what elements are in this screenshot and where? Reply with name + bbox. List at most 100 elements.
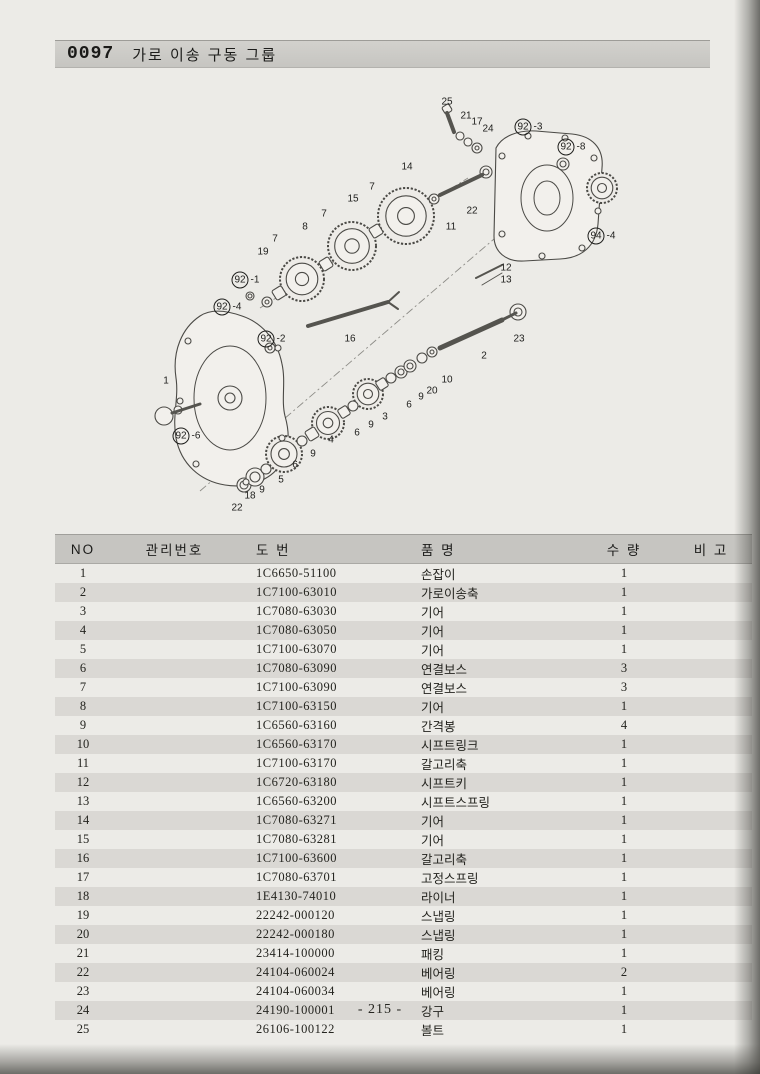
cell-mgmt bbox=[111, 773, 238, 792]
cell-note bbox=[670, 811, 752, 830]
cell-qty: 1 bbox=[620, 566, 628, 580]
cell-dwg: 1C7100-63090 bbox=[256, 680, 337, 694]
cell-qty: 1 bbox=[578, 925, 670, 944]
diagram-callout: 9 bbox=[418, 392, 424, 403]
cell-qty: 1 bbox=[620, 794, 628, 808]
column-header: 수 량 bbox=[578, 534, 670, 564]
cell-mgmt bbox=[111, 925, 238, 944]
cell-name: 기어 bbox=[407, 811, 578, 830]
diagram-callout: 16 bbox=[344, 334, 356, 345]
cell-no: 9 bbox=[79, 718, 87, 732]
cell-name: 라이너 bbox=[407, 887, 578, 906]
cell-dwg: 1C7080-63090 bbox=[238, 659, 407, 678]
diagram-callout: 1 bbox=[163, 376, 169, 387]
cell-qty: 1 bbox=[620, 756, 628, 770]
cell-no: 19 bbox=[76, 908, 90, 922]
cell-mgmt bbox=[111, 887, 238, 906]
diagram-callout: 5 bbox=[278, 475, 284, 486]
diagram-callout-circle bbox=[557, 138, 575, 156]
cell-qty: 1 bbox=[620, 946, 628, 960]
cell-name: 스냅링 bbox=[421, 910, 456, 924]
cell-mgmt bbox=[111, 868, 238, 887]
cell-dwg: 1C6720-63180 bbox=[238, 773, 407, 792]
diagram-callout: 7 bbox=[272, 234, 278, 245]
cell-name: 손잡이 bbox=[421, 568, 456, 582]
cell-note bbox=[670, 830, 752, 849]
cell-mgmt bbox=[111, 735, 238, 754]
diagram-callout: 9 bbox=[259, 485, 265, 496]
cell-name: 고정스프링 bbox=[421, 872, 479, 886]
cell-note bbox=[670, 621, 752, 640]
cell-note bbox=[670, 792, 752, 811]
column-header: 비 고 bbox=[670, 534, 752, 564]
diagram-callout: 92 bbox=[260, 334, 272, 345]
cell-no: 12 bbox=[55, 773, 111, 792]
cell-note bbox=[670, 849, 752, 868]
diagram-callout: 25 bbox=[441, 97, 453, 108]
cell-name: 강구 bbox=[407, 1001, 578, 1020]
cell-name: 기어 bbox=[421, 644, 445, 658]
cell-note bbox=[670, 640, 752, 659]
cell-qty: 1 bbox=[620, 642, 628, 656]
diagram-callout: 14 bbox=[401, 162, 413, 173]
cell-no: 21 bbox=[76, 946, 90, 960]
cell-note bbox=[670, 659, 752, 678]
diagram-callout-circle bbox=[587, 227, 605, 245]
diagram-callout: 22 bbox=[466, 206, 478, 217]
cell-note bbox=[670, 564, 752, 584]
cell-dwg: 1C7100-63150 bbox=[238, 697, 407, 716]
cell-mgmt bbox=[111, 963, 238, 982]
cell-mgmt bbox=[111, 583, 238, 602]
cell-no: 10 bbox=[55, 735, 111, 754]
cell-dwg: 1C7100-63010 bbox=[238, 583, 407, 602]
diagram-callout-suffix: -8 bbox=[577, 142, 586, 153]
cell-qty: 2 bbox=[578, 963, 670, 982]
cell-mgmt bbox=[111, 697, 238, 716]
cell-qty: 3 bbox=[620, 680, 628, 694]
cell-dwg: 24190-100001 bbox=[238, 1001, 407, 1020]
diagram-callout: 2 bbox=[481, 351, 487, 362]
diagram-callout-suffix: -4 bbox=[233, 302, 242, 313]
diagram-callout: 18 bbox=[244, 491, 256, 502]
cell-note bbox=[670, 773, 752, 792]
diagram-callout: 17 bbox=[471, 117, 483, 128]
section-code: 0097 bbox=[67, 44, 115, 64]
cell-dwg: 1C7080-63271 bbox=[238, 811, 407, 830]
cell-mgmt bbox=[111, 849, 238, 868]
diagram-callout: 10 bbox=[441, 375, 453, 386]
diagram-callout-circle bbox=[172, 427, 190, 445]
page-number: - 215 - bbox=[357, 1002, 403, 1017]
cell-name: 베어링 bbox=[407, 963, 578, 982]
cell-dwg: 1C6560-63170 bbox=[238, 735, 407, 754]
cell-mgmt bbox=[111, 564, 238, 584]
diagram-callout: 8 bbox=[302, 222, 308, 233]
cell-dwg: 26106-100122 bbox=[256, 1022, 335, 1036]
cell-name: 스냅링 bbox=[407, 925, 578, 944]
cell-mgmt bbox=[111, 678, 238, 697]
cell-name: 갈고리축 bbox=[407, 849, 578, 868]
cell-dwg: 23414-100000 bbox=[256, 946, 335, 960]
cell-no: 13 bbox=[76, 794, 90, 808]
cell-no: 24 bbox=[55, 1001, 111, 1020]
cell-no: 8 bbox=[55, 697, 111, 716]
cell-note bbox=[670, 583, 752, 602]
cell-note bbox=[670, 887, 752, 906]
cell-mgmt bbox=[111, 659, 238, 678]
cell-qty: 1 bbox=[578, 735, 670, 754]
cell-mgmt bbox=[111, 792, 238, 811]
column-header: 도 번 bbox=[238, 534, 407, 564]
cell-note bbox=[670, 1001, 752, 1020]
cell-dwg: 1C7100-63600 bbox=[238, 849, 407, 868]
cell-qty: 1 bbox=[578, 621, 670, 640]
cell-note bbox=[670, 697, 752, 716]
cell-mgmt bbox=[111, 982, 238, 1001]
